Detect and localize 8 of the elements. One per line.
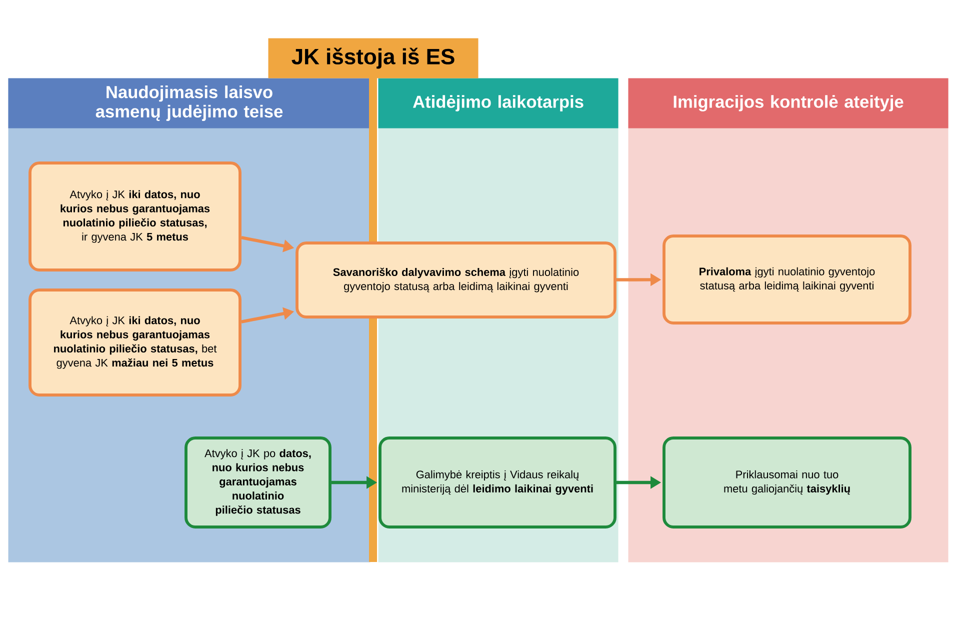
process-box: Atvyko į JK iki datos, nuo kurios nebus garantuojamas nuolatinio piliečio statusas, bet gyvena JK mažiau nei 5 metus xyxy=(28,288,242,396)
title-tab: JK išstoja iš ES xyxy=(268,38,478,78)
process-box: Savanoriško dalyvavimo schema įgyti nuolatinio gyventojo statusą arba leidimą laikinai gyventi xyxy=(296,242,616,318)
process-box: Atvyko į JK po datos, nuo kurios nebus garantuojamas nuolatinio piliečio statusas xyxy=(184,436,332,528)
process-box: Priklausomai nuo tuo metu galiojančių taisyklių xyxy=(662,436,912,528)
process-box: Privaloma įgyti nuolatinio gyventojo statusą arba leidimą laikinai gyventi xyxy=(662,234,912,324)
process-box: Galimybė kreiptis į Vidaus reikalų ministeriją dėl leidimo laikinai gyventi xyxy=(378,436,616,528)
process-box: Atvyko į JK iki datos, nuo kurios nebus garantuojamas nuolatinio piliečio statusas, ir gyvena JK 5 metus xyxy=(28,162,242,272)
